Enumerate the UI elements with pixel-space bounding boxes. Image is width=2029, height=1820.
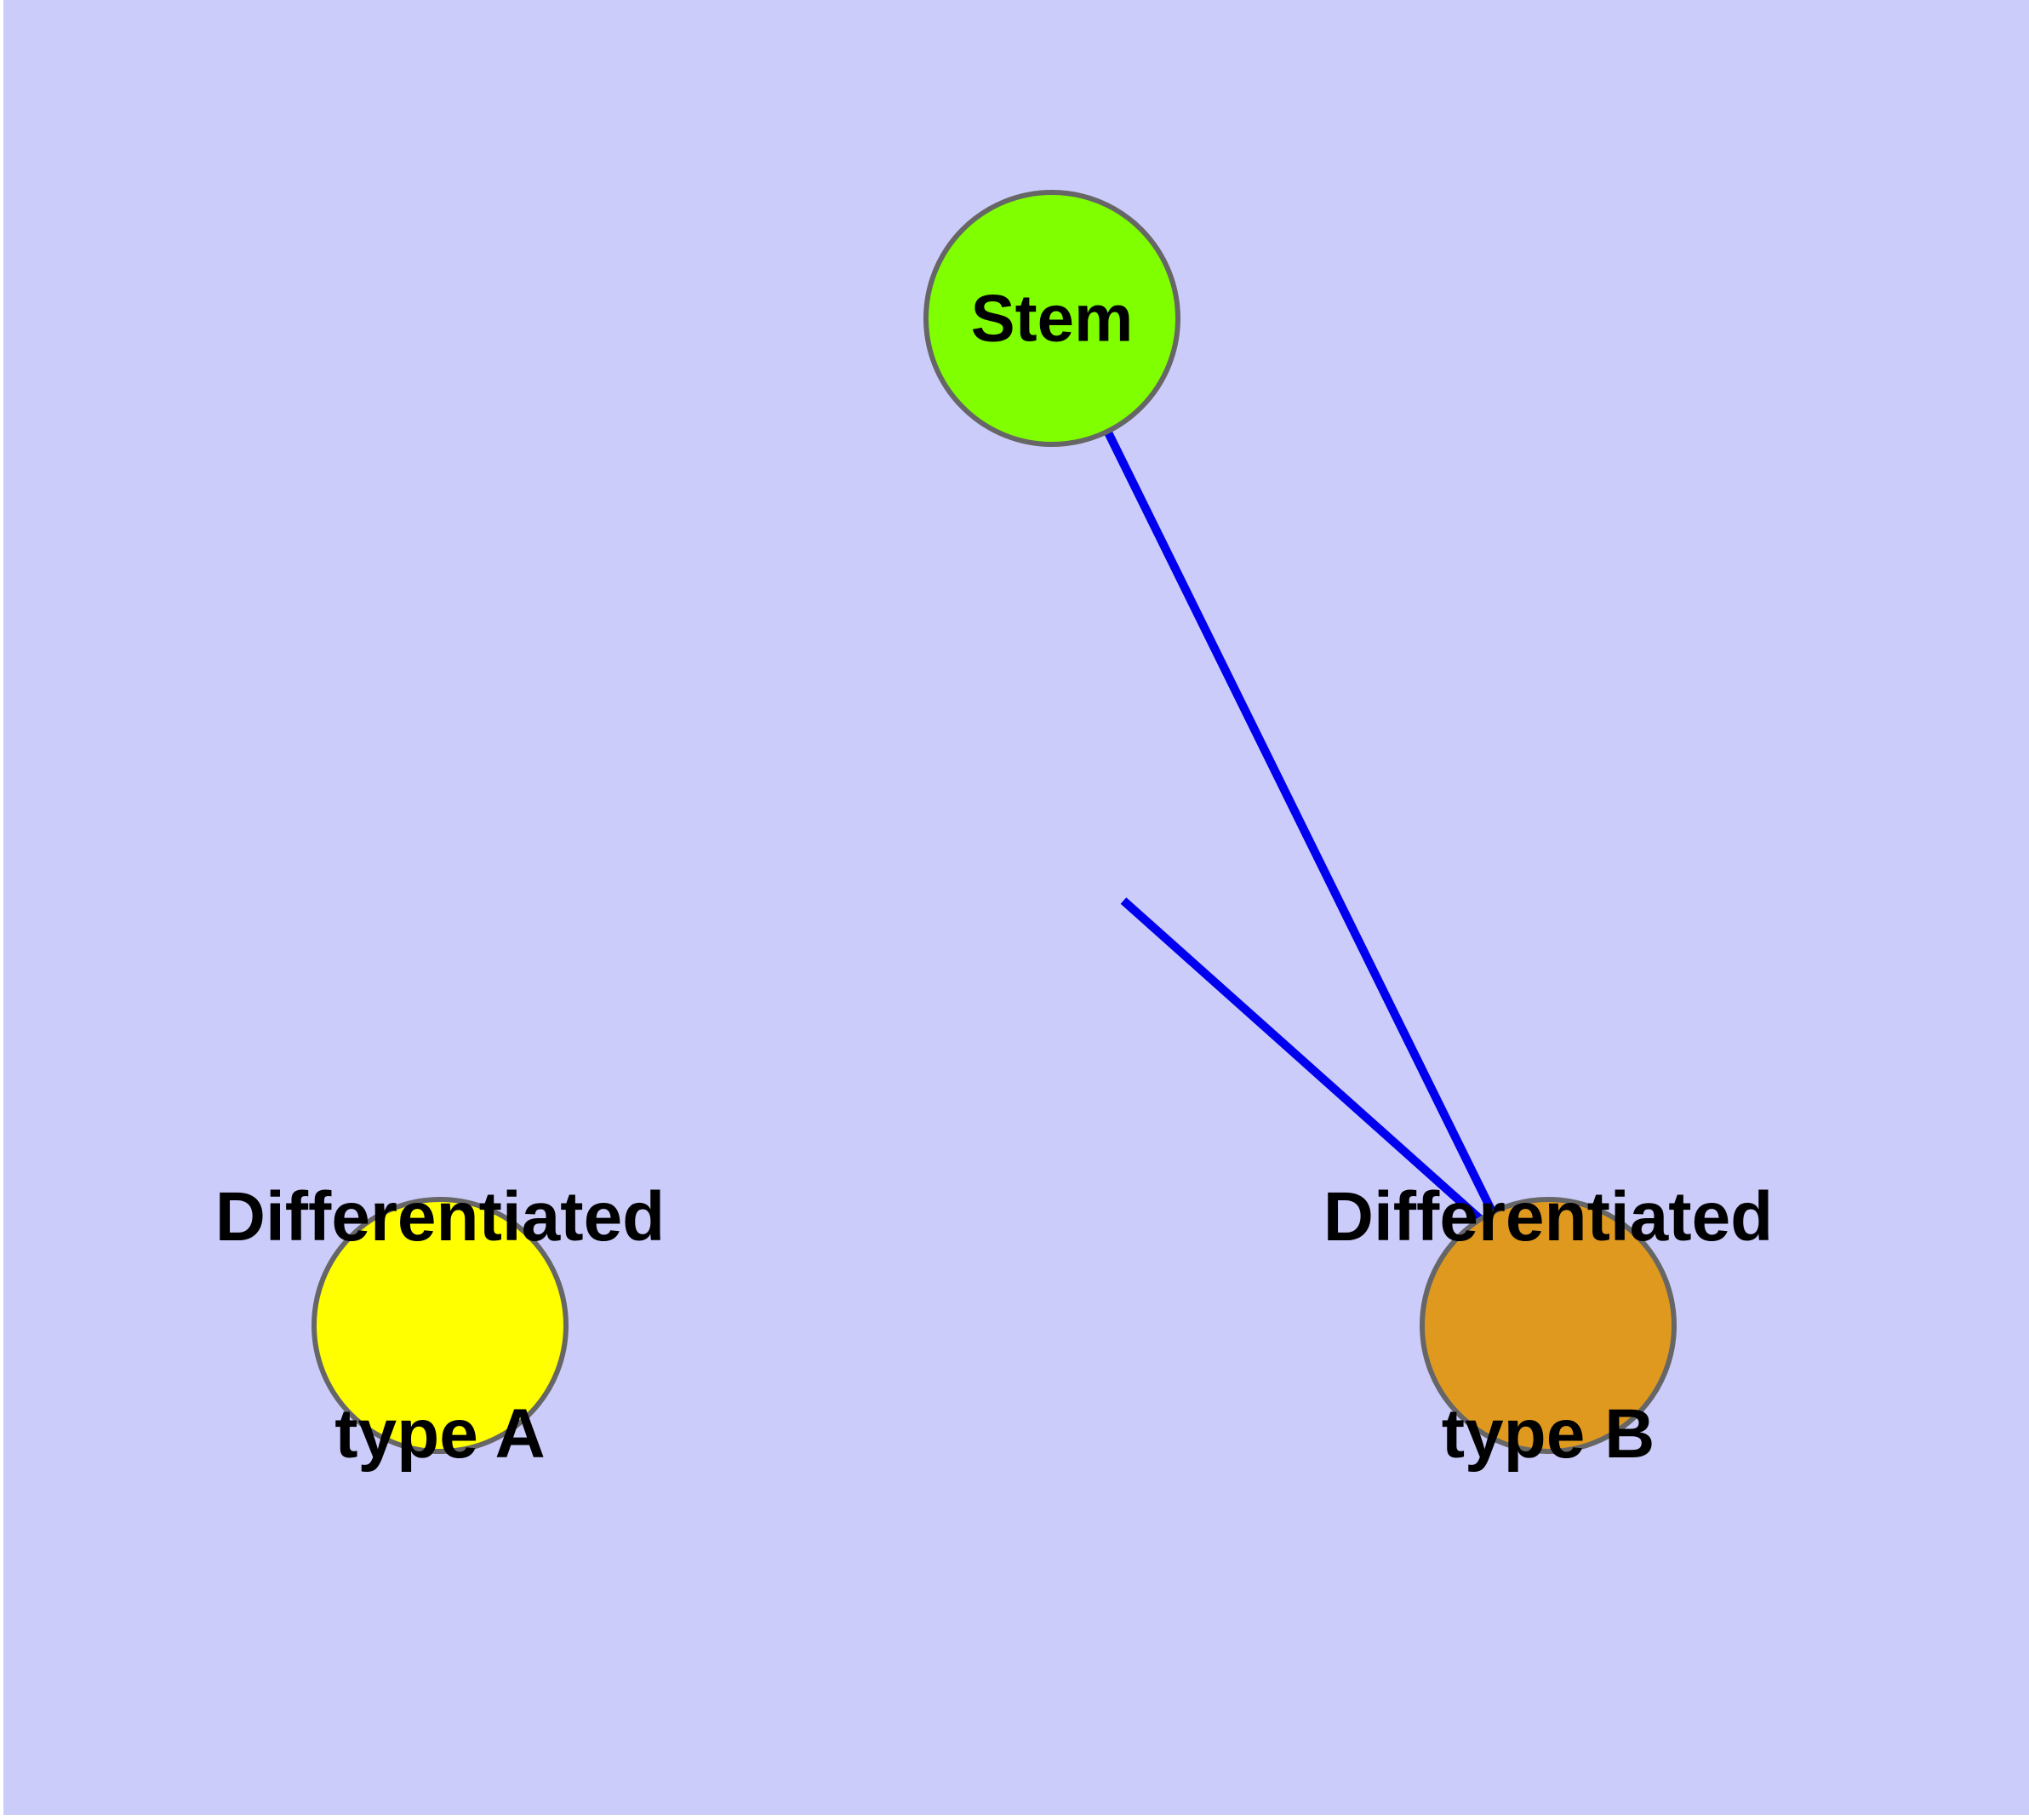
node-group [311,190,1677,1454]
node-differentiated-type-a[interactable] [311,1197,569,1454]
node-stem[interactable] [923,190,1180,447]
edge-group [1103,429,1497,1222]
edge-stem-to-differentiated-type-b[interactable] [1120,897,1483,1222]
edge-stem-to-differentiated-type-a[interactable] [1103,429,1497,1215]
node-differentiated-type-b[interactable] [1420,1197,1677,1454]
